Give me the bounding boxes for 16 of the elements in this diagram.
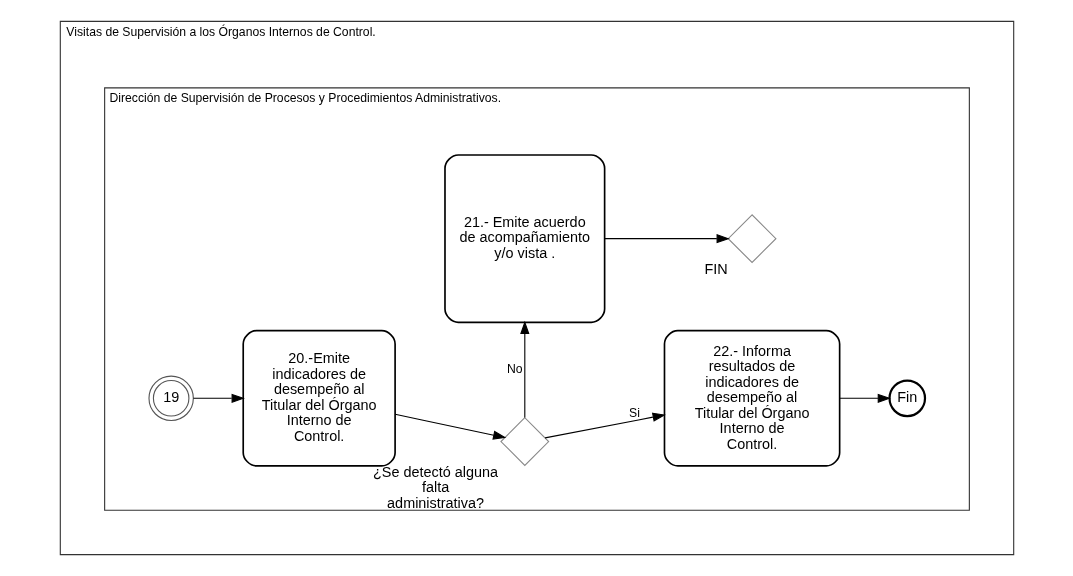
node-box: 22.- Informa resultados de indicadores de desempeño al Titular del Órgano Interno de Control.: [663, 329, 840, 467]
edge-label: Si: [628, 405, 640, 420]
node-box: 21.- Emite acuerdo de acompañamiento y/o vista .: [443, 154, 605, 324]
arrow: [838, 393, 891, 403]
node-circle: 19: [147, 375, 194, 422]
arrow: [192, 393, 245, 403]
node-label: FIN: [703, 261, 728, 278]
node-box: 20.-Emite indicadores de desempeño al Titular del Órgano Interno de Control.: [241, 329, 396, 467]
node-diamond: [726, 214, 777, 264]
edge-label: No: [506, 362, 523, 377]
node-circle: Fin: [887, 379, 926, 418]
arrow: [394, 413, 506, 440]
arrow: [603, 234, 730, 244]
arrow: [519, 320, 529, 419]
node-diamond: [499, 416, 549, 467]
arrow: [544, 412, 666, 439]
